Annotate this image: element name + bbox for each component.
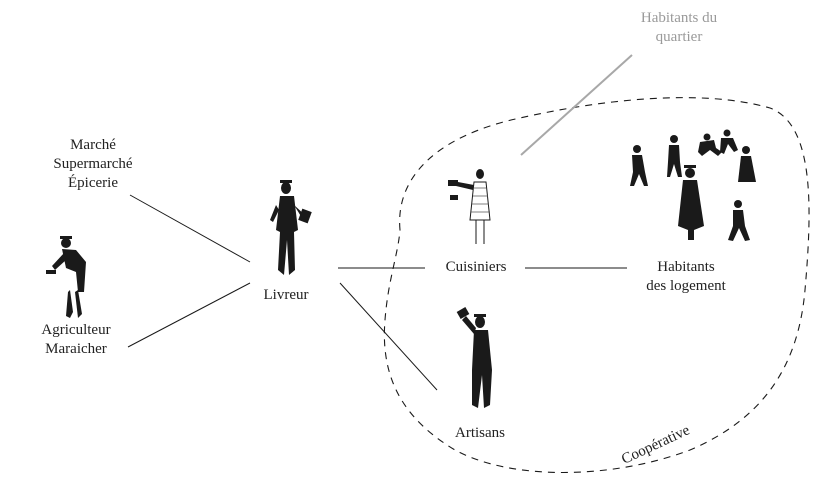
node-habitants-logement: Habitants des logement (622, 258, 750, 296)
edge-quartier-pointer (520, 54, 633, 156)
node-marche-line-2: Supermarché (53, 156, 133, 172)
node-habitants-quartier-line-2: quartier (655, 29, 703, 45)
node-cuisiniers: Cuisiniers (445, 259, 507, 275)
node-habitants-quartier-line-1: Habitants du (640, 10, 718, 26)
artisan-figure (456, 307, 492, 408)
edge-marche-livreur (129, 194, 251, 263)
node-marche: Marché Supermarché Épicerie (48, 136, 138, 193)
residents-group (630, 129, 756, 241)
node-habitants-logement-line-1: Habitants (657, 259, 715, 275)
edge-agriculteur-livreur (127, 282, 251, 348)
node-livreur: Livreur (263, 287, 309, 303)
cook-figure (448, 169, 491, 244)
node-artisans: Artisans (455, 425, 505, 441)
node-agriculteur: Agriculteur Maraicher (30, 321, 122, 359)
node-habitants-logement-line-2: des logement (646, 278, 726, 294)
courier-figure (270, 180, 312, 275)
node-marche-line-1: Marché (70, 137, 116, 153)
node-habitants-quartier: Habitants du quartier (624, 9, 734, 47)
node-agriculteur-line-2: Maraicher (45, 341, 107, 357)
farmer-figure (46, 236, 86, 318)
cooperative-boundary (383, 97, 810, 474)
node-marche-line-3: Épicerie (68, 175, 118, 191)
edge-livreur-artisans (339, 282, 438, 391)
node-agriculteur-line-1: Agriculteur (41, 322, 111, 338)
